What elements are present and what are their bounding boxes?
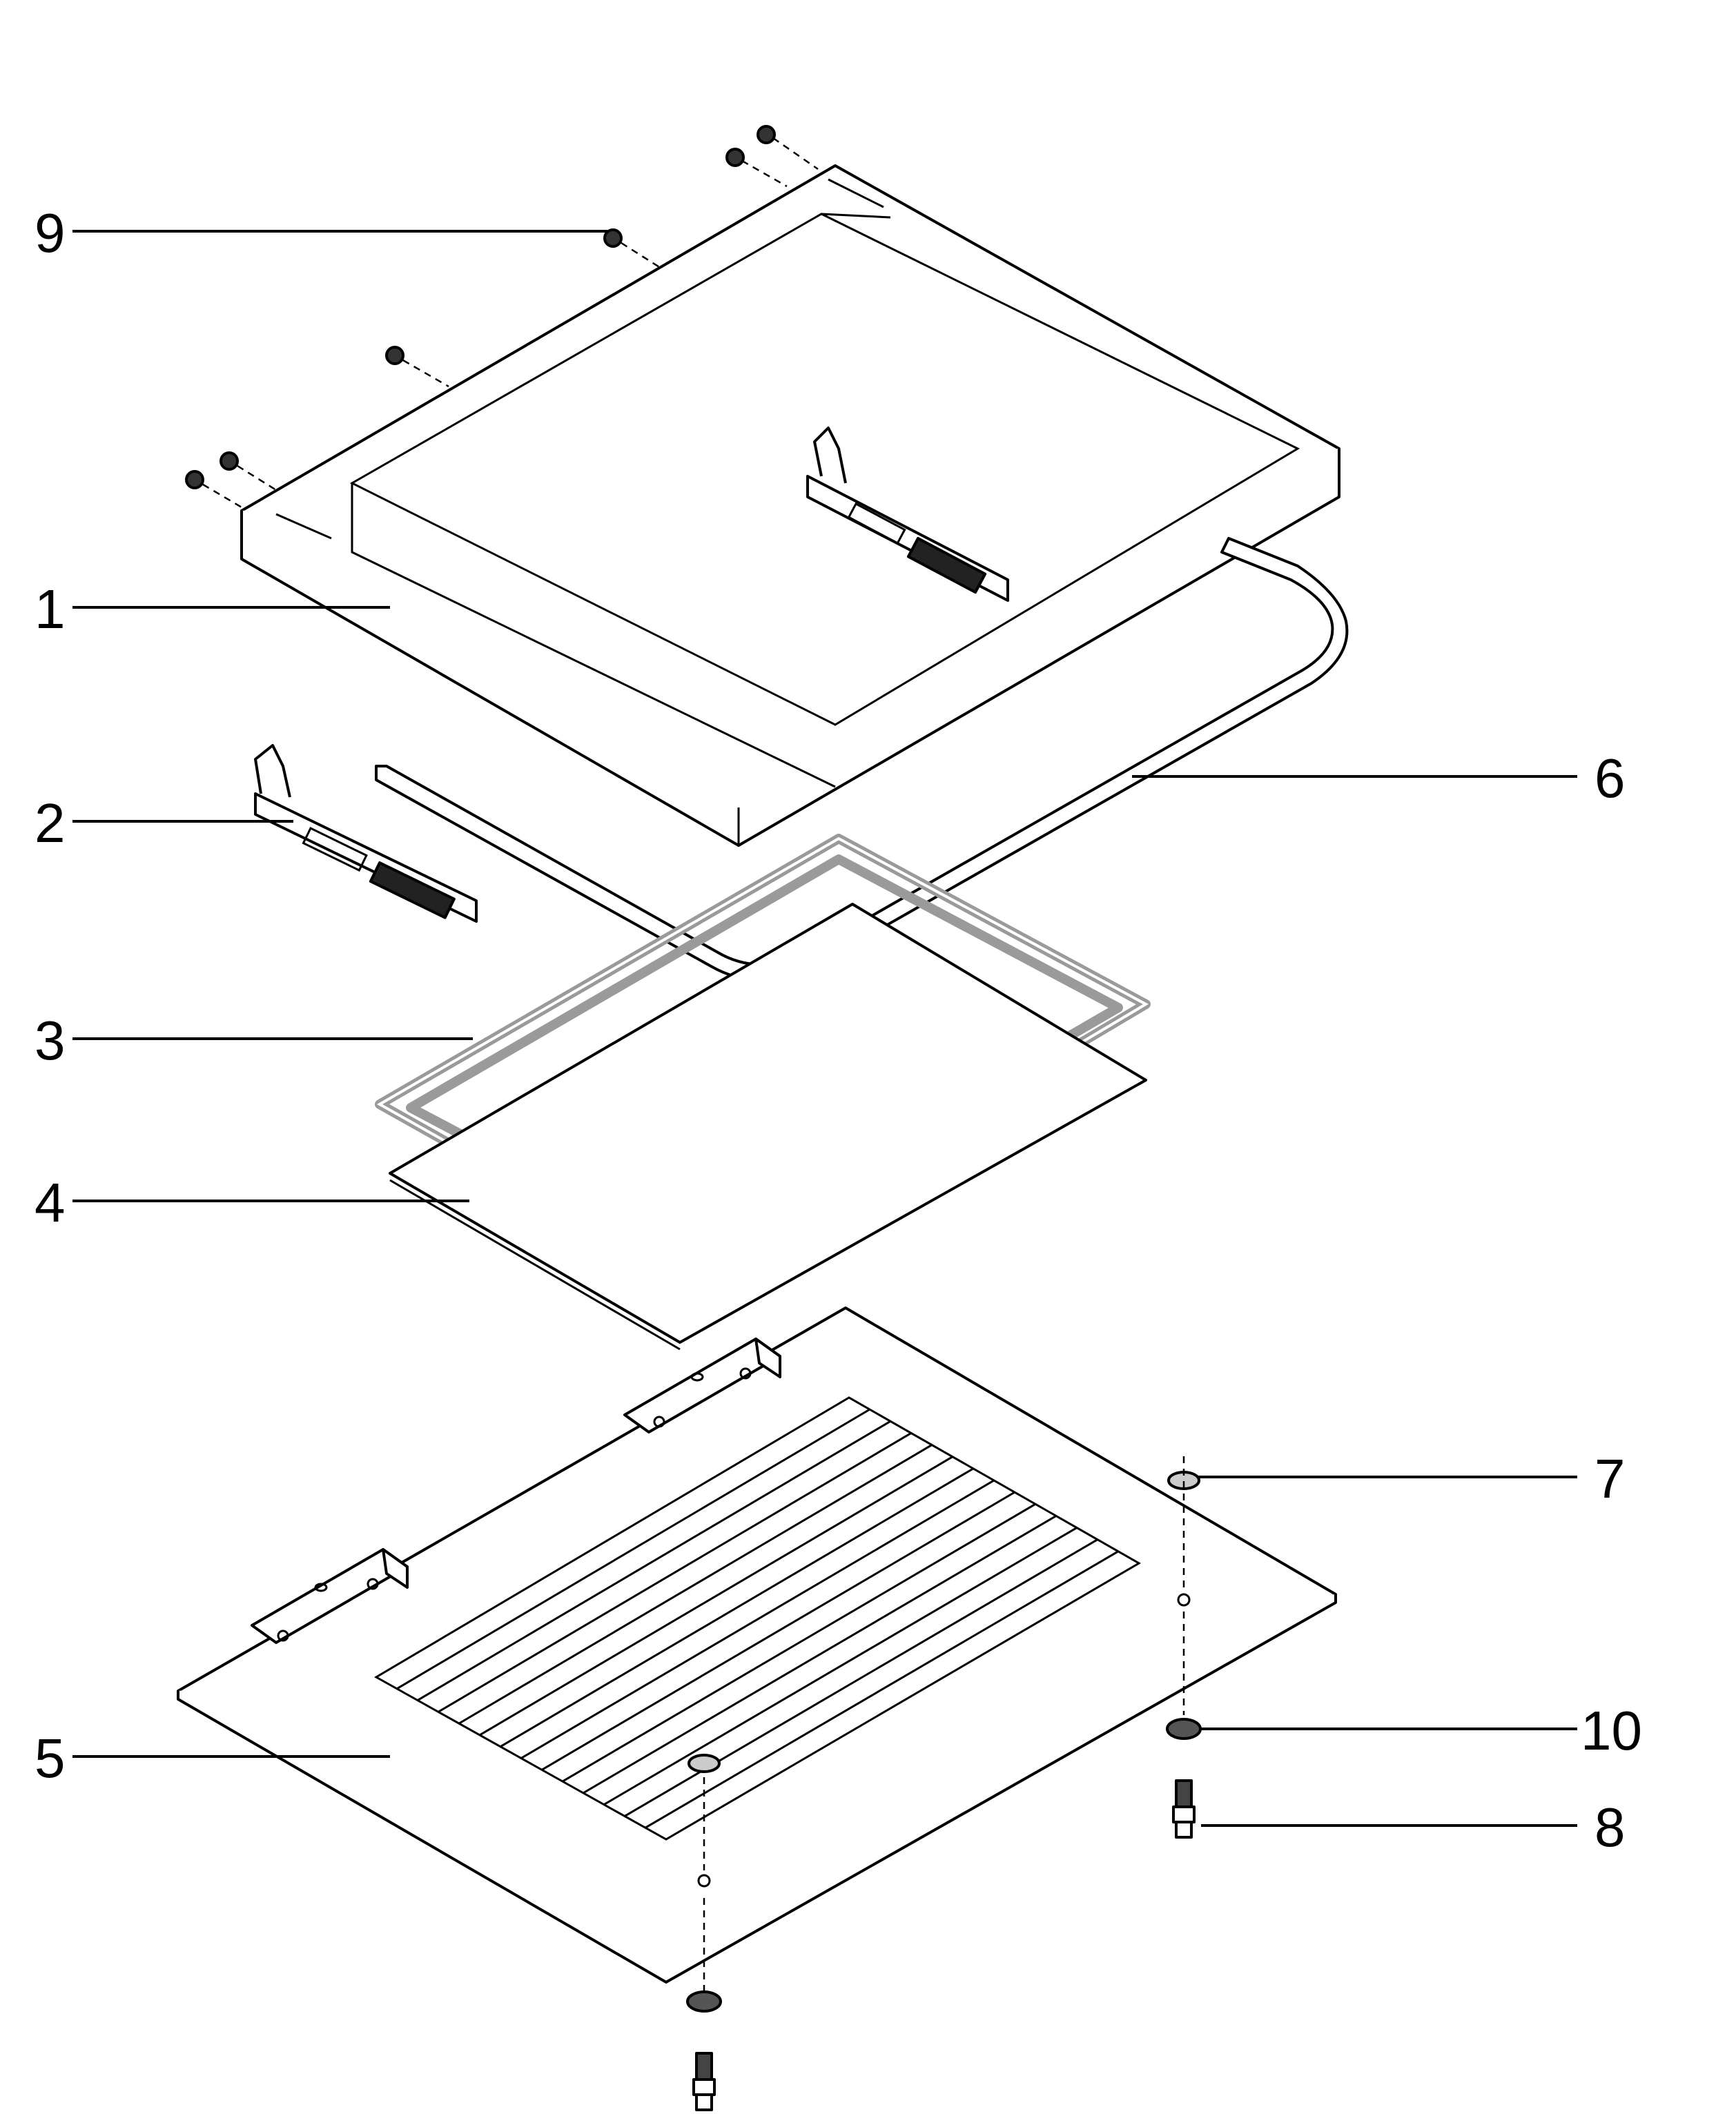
callout-10: 10: [1581, 1700, 1642, 1761]
part-4-glass-pane: [389, 903, 1147, 1351]
callout-labels: 9 1 2 3 4 5 6 7 10 8: [35, 202, 1642, 1858]
callout-3: 3: [35, 1010, 66, 1071]
callout-leaders: [72, 230, 1577, 1827]
screw: [220, 451, 277, 491]
louver-slat: [458, 1444, 933, 1725]
louver-slat: [562, 1503, 1036, 1783]
washer: [686, 1898, 722, 2013]
latch-on-frame: [806, 427, 1009, 602]
part-2-latch: [254, 744, 478, 923]
callout-4: 4: [35, 1172, 66, 1233]
callout-7: 7: [1594, 1448, 1626, 1509]
callout-8: 8: [1594, 1797, 1626, 1858]
mounting-bracket: [623, 1338, 781, 1433]
callout-9: 9: [35, 202, 66, 264]
louver-slats: [396, 1408, 1119, 1829]
mounting-bracket: [251, 1548, 409, 1644]
louver-slat: [500, 1467, 974, 1748]
louver-slat: [603, 1527, 1077, 1805]
screw: [385, 346, 449, 388]
callout-6: 6: [1594, 747, 1626, 809]
part-9-screws: [185, 125, 819, 509]
washer: [687, 1754, 721, 1870]
screw: [603, 228, 663, 271]
louver-slat: [583, 1515, 1057, 1794]
louver-slat: [396, 1408, 870, 1690]
louver-slat: [479, 1456, 953, 1736]
screw: [757, 125, 819, 170]
part-5-base-panel: [177, 1306, 1337, 1984]
part-1-frame: [240, 164, 1340, 847]
louver-slat: [520, 1479, 995, 1759]
part-8-screw: [1172, 1779, 1196, 1839]
callout-2: 2: [35, 792, 66, 854]
louver-slat: [417, 1420, 891, 1701]
louver-slat: [645, 1550, 1119, 1829]
screw: [725, 148, 788, 188]
part-10-washer: [1166, 1612, 1202, 1740]
louver-slat: [438, 1432, 912, 1713]
callout-1: 1: [35, 578, 66, 640]
part-7-washer: [1167, 1456, 1200, 1587]
screw: [692, 2052, 716, 2111]
screw: [185, 470, 242, 509]
louver-slat: [541, 1491, 1015, 1771]
callout-5: 5: [35, 1728, 66, 1789]
